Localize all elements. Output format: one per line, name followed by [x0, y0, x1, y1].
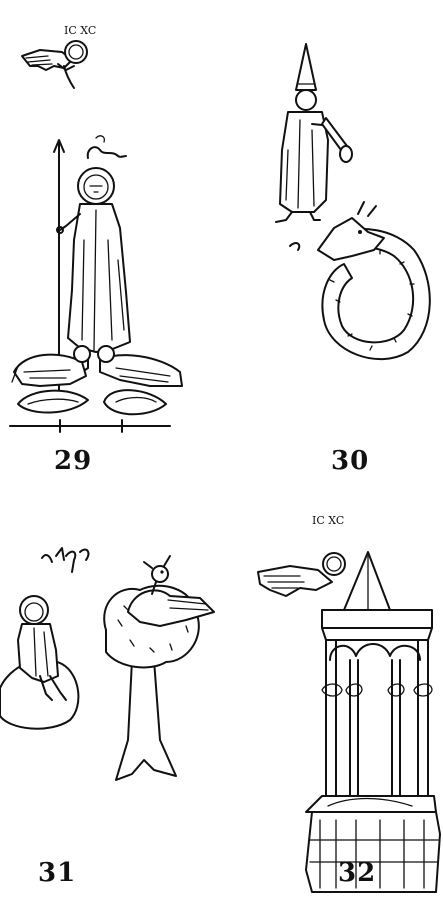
fig32-angel-inscription: IC XC: [312, 514, 344, 527]
fig29-reclining-figures: [11, 345, 183, 387]
figure-number-30: 30: [331, 446, 370, 476]
fig32-angel: [257, 552, 346, 597]
figure-number-31: 31: [38, 858, 77, 888]
fig32-canopy-shrine: [305, 551, 441, 893]
fig29-leaves: [9, 389, 171, 433]
fig29-angel: [21, 40, 88, 89]
fig30-serpent: [289, 201, 431, 361]
figure-number-29: 29: [54, 446, 93, 476]
fig31-inscription: [41, 547, 90, 573]
fig30-horn-blower: [275, 43, 353, 223]
figure-number-32: 32: [338, 858, 377, 888]
fig31-tree-bird: [103, 555, 215, 781]
fig29-angel-inscription: IC XC: [64, 24, 96, 37]
fig31-seated-figure: [0, 595, 80, 730]
